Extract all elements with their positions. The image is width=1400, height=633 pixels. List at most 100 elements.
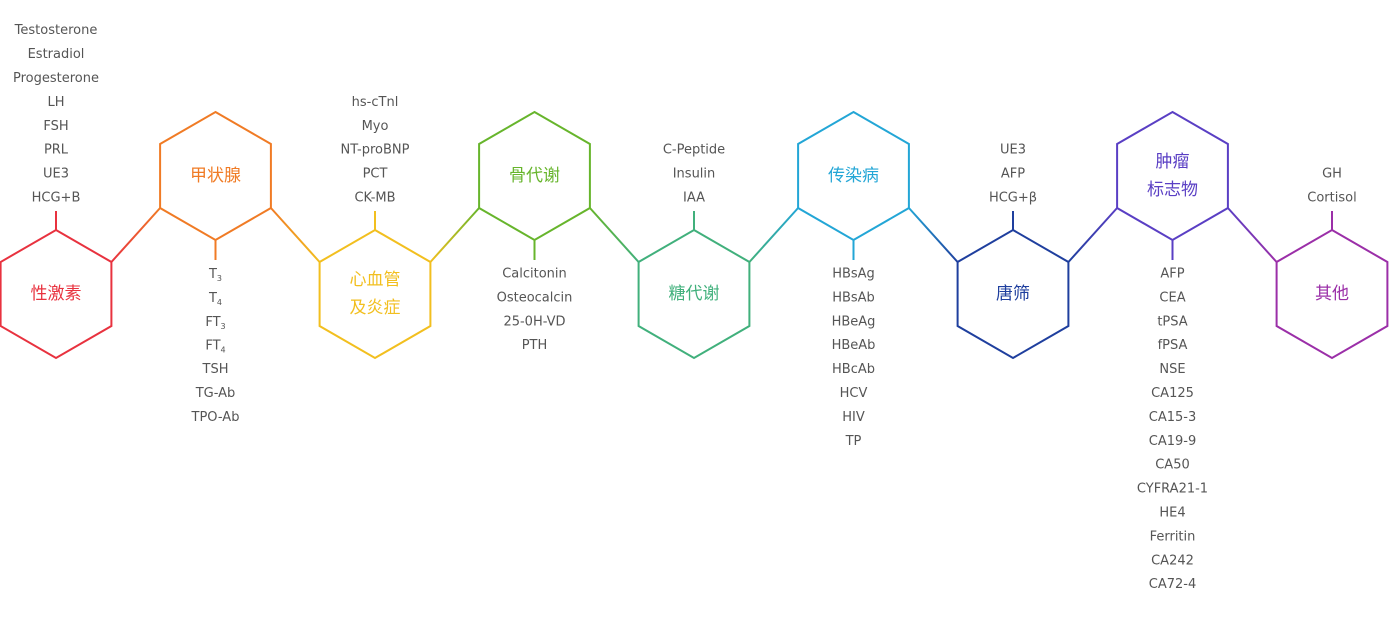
item-label: UE3 <box>1000 143 1026 158</box>
hexagon-title: 心血管 <box>350 270 401 290</box>
hexagon-outline <box>956 228 1070 360</box>
item-label: Ferritin <box>1150 529 1196 544</box>
item-label: TP <box>845 434 862 449</box>
item-label: CA72-4 <box>1149 577 1196 592</box>
item-label: PCT <box>363 167 388 182</box>
item-label: Cortisol <box>1307 191 1356 206</box>
item-label: HBsAg <box>832 267 875 282</box>
hexagon-thyroid: 甲状腺 <box>159 110 272 260</box>
item-label: HCG+β <box>989 191 1037 206</box>
item-label: LH <box>47 95 64 110</box>
hexagon-title: 性激素 <box>31 284 82 304</box>
item-label: CEA <box>1159 290 1185 305</box>
item-label: CK-MB <box>354 191 395 206</box>
hexagon-title: 肿瘤 <box>1156 152 1190 172</box>
hexagon-outline <box>1116 110 1229 242</box>
item-label: FT4 <box>205 338 225 354</box>
item-label: PTH <box>522 338 548 353</box>
hexagon-title: 传染病 <box>828 166 879 186</box>
hexagon-title: 唐筛 <box>996 283 1030 304</box>
item-label: C-Peptide <box>663 143 725 158</box>
category-item-lists: TestosteroneEstradiolProgesteroneLHFSHPR… <box>13 23 1357 592</box>
hexagon-sex-hormones: 性激素 <box>0 211 113 360</box>
hexagon-title: 糖代谢 <box>669 284 720 304</box>
hexagon-title: 其他 <box>1315 284 1349 304</box>
item-label: CA242 <box>1151 553 1194 568</box>
item-list-tumor-markers: AFP CEA tPSA fPSA NSE CA125CA15-3CA19-9CA50CY… <box>1137 267 1208 593</box>
connector-line <box>589 207 640 263</box>
connector-line <box>429 207 480 263</box>
item-label: UE3 <box>43 167 69 182</box>
item-label: fPSA <box>1158 338 1188 353</box>
hexagon-outline <box>1275 228 1389 360</box>
item-label: GH <box>1322 167 1342 182</box>
item-label: IAA <box>683 191 705 206</box>
item-label: AFP <box>1160 267 1184 282</box>
item-label: TG-Ab <box>195 386 236 401</box>
item-label: hs-cTnl <box>352 95 399 110</box>
item-label: 25-0H-VD <box>503 314 565 329</box>
item-label: CA15-3 <box>1149 410 1196 425</box>
hexagon-title: 标志物 <box>1147 180 1198 200</box>
hexagon-glucose-metabolism: 糖代谢 <box>637 211 751 360</box>
item-label: CA125 <box>1151 386 1194 401</box>
hexagon-title: 骨代谢 <box>509 166 560 186</box>
item-label: HBeAg <box>832 314 876 329</box>
item-label: Osteocalcin <box>497 290 573 305</box>
connector-line <box>908 207 959 263</box>
item-label: T3 <box>208 267 222 283</box>
item-label: Myo <box>362 119 389 134</box>
item-label: HBcAb <box>832 362 875 377</box>
item-label: FT3 <box>205 314 225 330</box>
item-label: AFP <box>1001 167 1025 182</box>
connector-line <box>748 207 799 263</box>
hexagon-others: 其他 <box>1275 211 1389 360</box>
item-label: NT-proBNP <box>341 143 410 158</box>
item-label: HE4 <box>1159 506 1185 521</box>
hexagon-outline <box>637 228 751 360</box>
hexagon-prenatal-screening: 唐筛 <box>956 211 1070 360</box>
connector-line <box>110 207 161 263</box>
item-label: Calcitonin <box>502 267 567 282</box>
item-label: TSH <box>202 362 229 377</box>
connector-line <box>1227 207 1278 263</box>
item-list-sex-hormones: TestosteroneEstradiolProgesteroneLHFSHPR… <box>13 23 99 205</box>
item-label: Estradiol <box>28 47 85 62</box>
item-label: HBeAb <box>832 338 876 353</box>
item-label: TPO-Ab <box>191 410 240 425</box>
item-list-others: GH Cortisol <box>1307 167 1356 206</box>
hexagon-bone-metabolism: 骨代谢 <box>478 110 591 260</box>
item-label: CA50 <box>1155 458 1190 473</box>
item-label: CYFRA21-1 <box>1137 482 1208 497</box>
item-label: FSH <box>43 119 68 134</box>
hexagon-outline <box>318 228 432 360</box>
connector-line <box>1067 207 1118 263</box>
item-label: HCG+B <box>32 191 81 206</box>
hexagon-infectious-disease: 传染病 <box>797 110 910 260</box>
item-label: T4 <box>208 290 222 306</box>
hexagon-outline <box>0 228 113 360</box>
item-label: HIV <box>842 410 865 425</box>
item-label: Insulin <box>673 167 716 182</box>
item-label: PRL <box>44 143 69 158</box>
item-label: NSE <box>1159 362 1185 377</box>
item-label: HCV <box>840 386 868 401</box>
item-label: tPSA <box>1157 314 1187 329</box>
item-label: HBsAb <box>832 290 875 305</box>
item-label: Testosterone <box>14 23 98 38</box>
hexagon-title: 甲状腺 <box>190 166 241 186</box>
hexagon-title: 及炎症 <box>350 298 401 318</box>
connector-lines <box>110 207 1278 263</box>
connector-line <box>270 207 321 263</box>
item-label: CA19-9 <box>1149 434 1196 449</box>
